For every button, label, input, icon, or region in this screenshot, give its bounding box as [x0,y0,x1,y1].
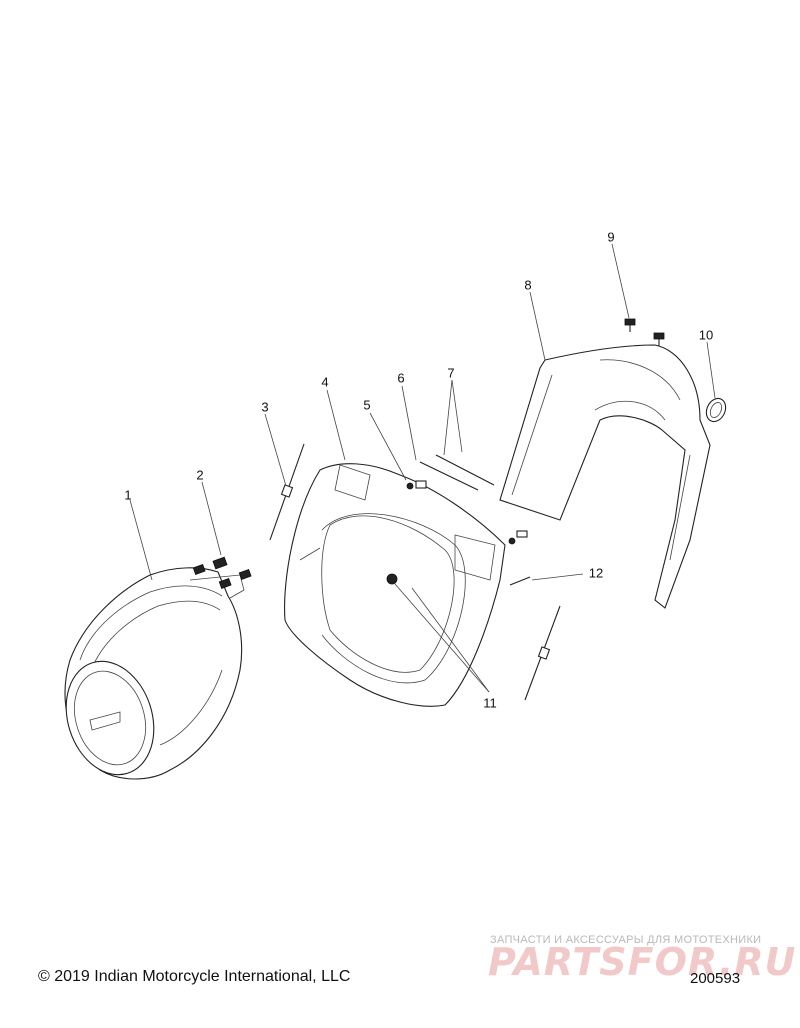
callout-7: 7 [447,365,455,381]
part-9-screws [624,318,665,346]
callout-10: 10 [698,327,714,343]
callout-3: 3 [261,399,269,415]
part-5-screw [406,480,427,490]
callout-12: 12 [588,565,604,581]
leader-lines [129,243,716,693]
part-3-cable-tie [269,443,305,541]
part-6-7-strips [419,454,495,491]
callout-8: 8 [524,277,532,293]
part-12-bolts [508,530,561,701]
callout-6: 6 [397,370,405,386]
callout-1: 1 [124,487,132,503]
part-1-headlight-nacelle [64,567,245,780]
part-11-nut [386,573,398,585]
callout-11: 11 [483,695,497,711]
callout-9: 9 [607,229,615,245]
part-8-outer-fairing [499,344,711,609]
part-2-clips [192,556,252,589]
watermark-tagline: ЗАПЧАСТИ И АКСЕССУАРЫ ДЛЯ МОТОТЕХНИКИ [490,934,762,946]
part-10-grommet [705,397,727,423]
part-4-inner-fairing [284,463,506,707]
diagram-id: 200593 [690,970,741,987]
watermark-logo: PARTSFOR.RU [488,940,797,984]
callout-4: 4 [321,374,329,390]
copyright-text: © 2019 Indian Motorcycle International, … [38,968,351,985]
callout-5: 5 [363,397,371,413]
callout-2: 2 [196,467,204,483]
